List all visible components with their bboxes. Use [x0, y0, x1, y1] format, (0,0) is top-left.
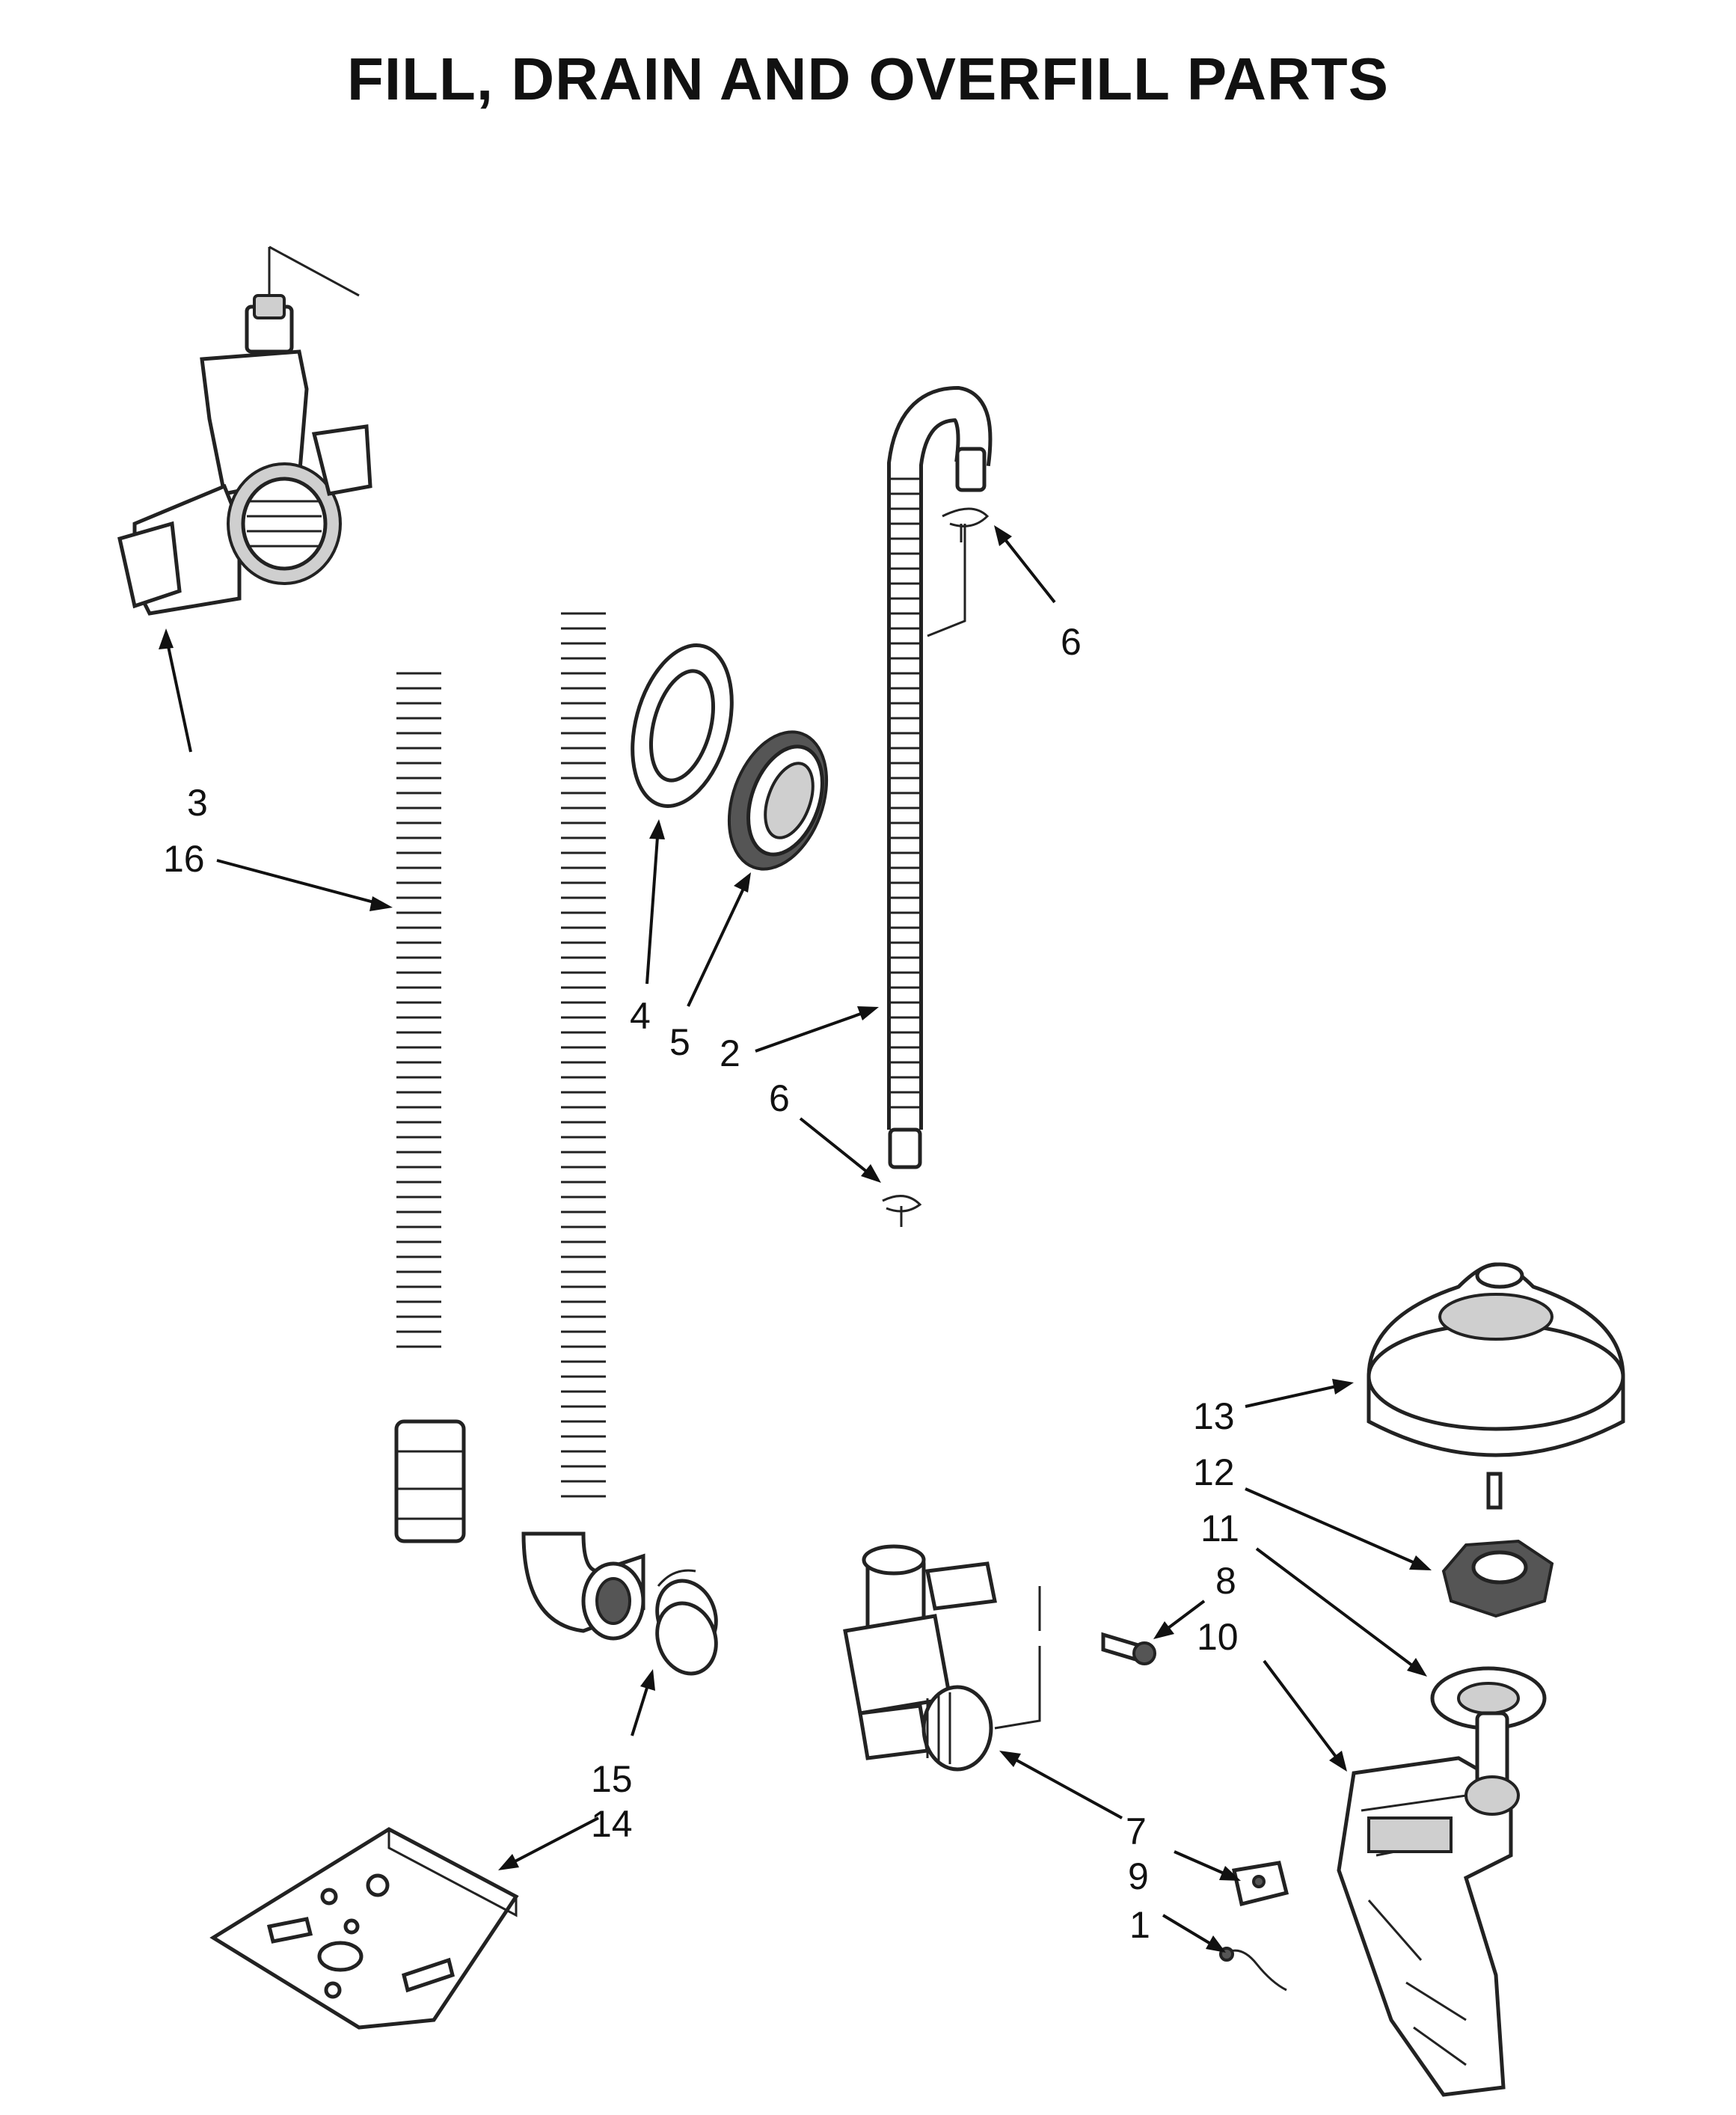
nut-ring-icon [727, 730, 829, 871]
air-gap-bracket-icon [117, 245, 372, 616]
callout-15: 15 [591, 1758, 633, 1800]
hex-nut-icon [1441, 1539, 1554, 1618]
callout-10: 10 [1197, 1616, 1239, 1658]
callout-8: 8 [1215, 1560, 1236, 1602]
callout-16: 16 [163, 838, 205, 880]
float-switch-bracket-icon [1337, 1711, 1520, 2097]
callout-9: 9 [1128, 1855, 1149, 1897]
callout-1: 1 [1129, 1904, 1150, 1946]
micro-switch-icon [1231, 1861, 1289, 1907]
hose-clamp-icon [882, 507, 990, 1227]
callout-14: 14 [591, 1803, 633, 1845]
fill-hose-icon [887, 385, 993, 1169]
callout-6-upper: 6 [1061, 621, 1082, 663]
page-title: FILL, DRAIN AND OVERFILL PARTS [347, 46, 1389, 112]
callout-4: 4 [630, 995, 651, 1037]
gasket-icon [1430, 1666, 1547, 1730]
callout-6-lower: 6 [769, 1077, 790, 1119]
callout-7: 7 [1126, 1811, 1147, 1852]
callout-12: 12 [1193, 1451, 1235, 1493]
leader-lines [159, 525, 1432, 1953]
water-valve-icon [843, 1544, 1041, 1772]
wire-clip-icon [1219, 1947, 1287, 1992]
callout-5: 5 [669, 1021, 690, 1063]
drain-hose-icon [394, 222, 645, 1641]
callout-11: 11 [1200, 1508, 1239, 1549]
parts-bag-icon [209, 1827, 519, 2030]
callout-13: 13 [1193, 1395, 1235, 1437]
callout-3: 3 [187, 782, 208, 824]
screw-icon [1101, 1632, 1156, 1665]
float-icon [1367, 1262, 1625, 1510]
callout-2: 2 [720, 1032, 740, 1074]
hose-clamp-icon [655, 1569, 718, 1676]
washer-ring-icon [631, 643, 734, 808]
callout-labels: 3 16 4 5 2 6 6 13 12 11 8 10 7 9 1 15 14 [163, 621, 1239, 1946]
